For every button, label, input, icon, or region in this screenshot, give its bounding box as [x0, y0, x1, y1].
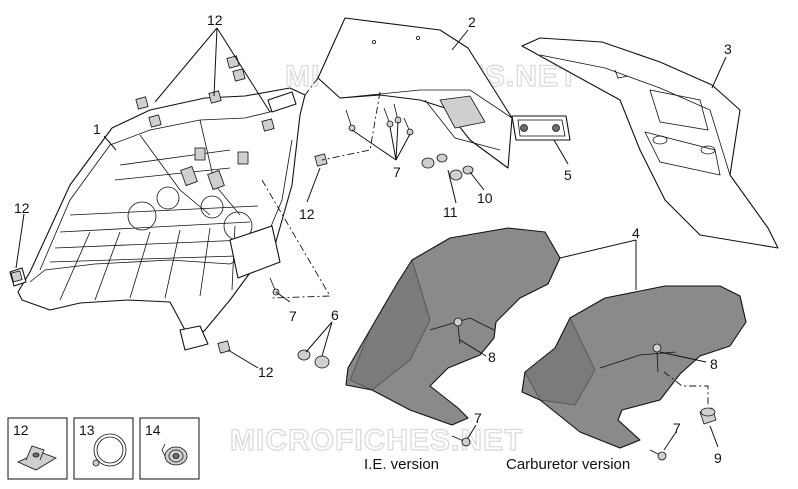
callout-numbers: 12 1 2 3 12 12 7 5 10 11 4 7 6 12 8 8 7 …	[14, 12, 732, 466]
callout-10: 10	[477, 190, 493, 206]
legend-box-12: 12	[7, 417, 68, 480]
legend-box-14: 14	[139, 417, 200, 480]
part-5-reflector	[511, 115, 571, 141]
part-2-upper-cover	[317, 17, 513, 169]
watermark-bottom: MICROFICHES.NET	[230, 424, 523, 457]
callout-8-left: 8	[488, 349, 496, 365]
caption-ie-version: I.E. version	[364, 456, 439, 473]
leader-lines	[15, 27, 727, 451]
legend-number-13: 13	[79, 422, 95, 438]
clip-nut-icon	[17, 445, 57, 471]
nuts-10-11	[421, 153, 474, 181]
callout-12-left: 12	[14, 200, 30, 216]
part-3-side-cover	[521, 37, 779, 249]
legend-number-12: 12	[13, 422, 29, 438]
callout-6: 6	[331, 307, 339, 323]
caption-carburetor-version: Carburetor version	[506, 456, 630, 473]
callout-7-ie: 7	[474, 410, 482, 426]
callout-12-mid: 12	[299, 206, 315, 222]
hose-clamp-icon	[92, 433, 127, 467]
callout-7-center: 7	[393, 164, 401, 180]
screws-7-bottom	[451, 435, 667, 461]
grommet-icon	[161, 443, 188, 466]
callout-5: 5	[564, 167, 572, 183]
legend-number-14: 14	[145, 422, 161, 438]
screws-7	[269, 103, 414, 296]
callout-7-carb: 7	[673, 420, 681, 436]
assembly-lines	[261, 77, 709, 405]
callout-9: 9	[714, 450, 722, 466]
part-4-panel-ie	[345, 227, 561, 426]
callout-7-mid: 7	[289, 308, 297, 324]
callout-2: 2	[468, 14, 476, 30]
callout-4: 4	[632, 225, 640, 241]
callout-11: 11	[443, 204, 458, 220]
callout-1: 1	[93, 121, 101, 137]
callout-8-right: 8	[710, 356, 718, 372]
grommet-9	[699, 407, 717, 425]
washers-6	[297, 349, 330, 369]
legend-box-13: 13	[73, 417, 134, 480]
part-4-panel-carb	[521, 285, 747, 449]
callout-3: 3	[724, 41, 732, 57]
callout-12-bottom: 12	[258, 364, 274, 380]
callout-12-top: 12	[207, 12, 223, 28]
part-1-rear-mudguard	[9, 87, 306, 351]
